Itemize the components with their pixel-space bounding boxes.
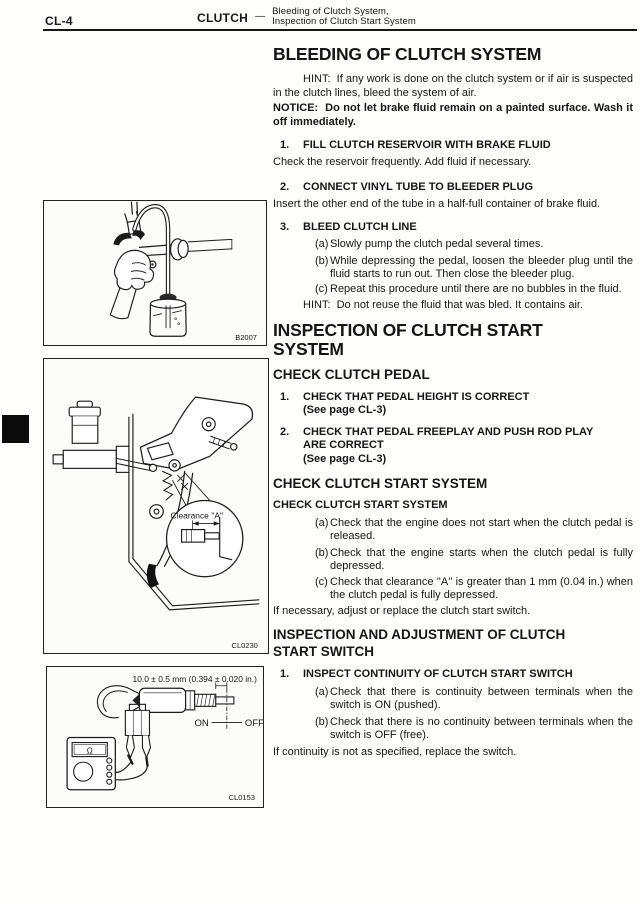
bleed-hint-2: HINT: Do not reuse the fluid that was bl…	[303, 298, 584, 311]
inspection-title: INSPECTION OF CLUTCH START SYSTEM	[273, 319, 543, 359]
pedal-item-1: 1. CHECK THAT PEDAL HEIGHT IS CORRECT (S…	[280, 390, 530, 417]
reservoir-cap	[76, 400, 93, 408]
page-code: CL-4	[45, 14, 73, 28]
header-subtitle: Bleeding of Clutch System, Inspection of…	[272, 7, 416, 26]
bleeding-notice: NOTICE: Do not let brake fluid remain on…	[273, 102, 633, 128]
header-subtitle-line1: Bleeding of Clutch System,	[272, 6, 389, 17]
switch-footer: If continuity is not as specified, repla…	[273, 745, 517, 758]
probe-right	[141, 734, 152, 760]
header-subtitle-line2: Inspection of Clutch Start System	[272, 15, 416, 27]
ohm-symbol: Ω	[87, 746, 93, 755]
step-2-body: Insert the other end of the tube in a ha…	[273, 197, 601, 210]
container	[149, 298, 187, 309]
pedal-illustration: Clearance ''A'' CL0230	[52, 396, 260, 650]
step-3c: (c) Repeat this procedure until there ar…	[315, 283, 622, 295]
step-3-heading: 3. BLEED CLUTCH LINE	[280, 220, 417, 233]
figure-code: CL0153	[229, 793, 255, 802]
check-pedal-heading: CHECK CLUTCH PEDAL	[273, 366, 430, 382]
figure-switch: Ω 10.0 ± 0.5 mm (0.394 ± 0.020 in.) ON O…	[46, 666, 264, 808]
header-dash: —	[255, 11, 266, 22]
probe-left	[125, 734, 135, 760]
dimension-label: 10.0 ± 0.5 mm (0.394 ± 0.020 in.)	[133, 674, 258, 684]
switch-heading: INSPECTION AND ADJUSTMENT OF CLUTCH STAR…	[273, 627, 566, 659]
pedal-bracket	[128, 413, 134, 563]
master-cylinder	[62, 449, 117, 469]
header-rule	[43, 28, 637, 32]
start-sub-c: (c) Check that clearance ''A'' is greate…	[315, 575, 633, 602]
switch-illustration: Ω 10.0 ± 0.5 mm (0.394 ± 0.020 in.) ON O…	[66, 674, 263, 802]
connector	[124, 709, 151, 737]
switch-plunger	[215, 696, 235, 705]
pedal-item-2: 2. CHECK THAT PEDAL FREEPLAY AND PUSH RO…	[280, 425, 594, 465]
meter-dial	[73, 761, 94, 782]
text-column: BLEEDING OF CLUTCH SYSTEM HINT: If any w…	[273, 44, 633, 759]
floor-panel	[128, 561, 260, 611]
start-switch	[177, 474, 189, 490]
start-sub-a: (a) Check that the engine does not start…	[315, 516, 633, 543]
header-title-group: CLUTCH — Bleeding of Clutch System, Insp…	[197, 7, 416, 26]
wrench-icon	[113, 232, 132, 246]
stop-bolt	[208, 435, 232, 450]
off-label: OFF	[245, 718, 263, 729]
figure-code: B2007	[235, 333, 257, 342]
callout-leaders	[172, 471, 212, 509]
step-3b: (b) While depressing the pedal, loosen t…	[315, 254, 633, 281]
pedal-pad	[146, 563, 160, 589]
reservoir	[71, 415, 99, 444]
start-sub-b: (b) Check that the engine starts when th…	[315, 546, 633, 573]
section-index-tab	[2, 415, 29, 443]
start-footer: If necessary, adjust or replace the clut…	[273, 604, 531, 617]
switch-sub-a: (a) Check that there is continuity betwe…	[315, 685, 633, 712]
step-2-heading: 2. CONNECT VINYL TUBE TO BLEEDER PLUG	[280, 181, 534, 193]
switch-detail	[181, 529, 206, 543]
check-start-subheading: CHECK CLUTCH START SYSTEM	[273, 498, 448, 511]
switch-sub-b: (b) Check that there is no continuity be…	[315, 715, 633, 742]
bleeding-hint: HINT: If any work is done on the clutch …	[273, 73, 633, 99]
on-label: ON	[194, 718, 208, 729]
wire-loop	[96, 685, 128, 719]
clearance-label: Clearance ''A''	[171, 511, 224, 521]
section-title: CLUTCH	[197, 11, 249, 25]
figure-code: CL0230	[232, 641, 258, 650]
pipe-lines	[130, 201, 139, 215]
hand	[113, 249, 155, 291]
bleeding-illustration: B2007	[109, 201, 257, 342]
figure-pedal: Clearance ''A'' CL0230	[43, 358, 269, 654]
spring	[161, 470, 174, 501]
step-3a: (a) Slowly pump the clutch pedal several…	[315, 237, 544, 250]
switch-body	[138, 687, 187, 713]
check-start-heading: CHECK CLUTCH START SYSTEM	[273, 476, 488, 491]
step-1-body: Check the reservoir frequently. Add flui…	[273, 156, 532, 168]
step-1-heading: 1. FILL CLUTCH RESERVOIR WITH BRAKE FLUI…	[280, 139, 551, 151]
figure-bleeding: B2007	[43, 200, 267, 346]
switch-step-heading: 1. INSPECT CONTINUITY OF CLUTCH START SW…	[280, 667, 573, 680]
bleeding-title: BLEEDING OF CLUTCH SYSTEM	[273, 44, 542, 64]
